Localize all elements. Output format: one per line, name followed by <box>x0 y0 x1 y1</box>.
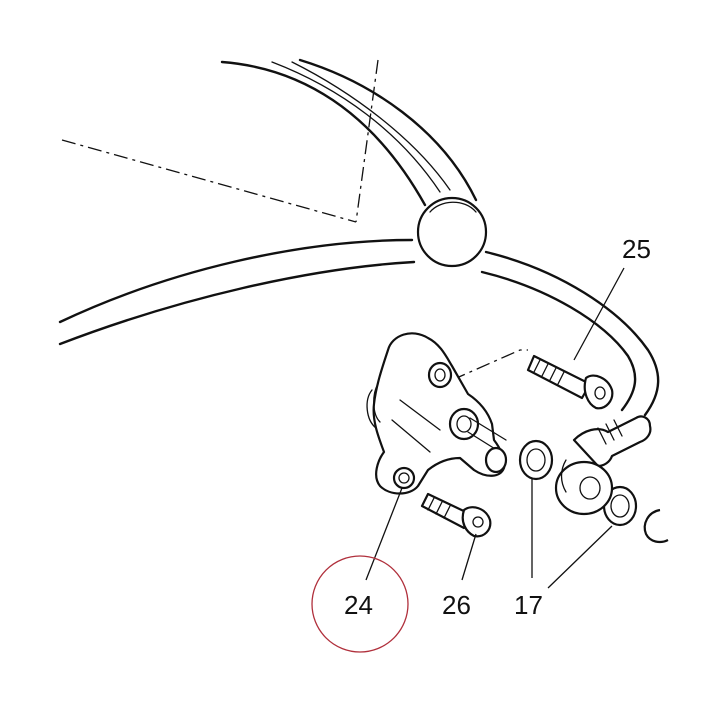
bolt-26 <box>420 492 492 538</box>
leader-lines <box>365 267 625 589</box>
highlight-circle-24 <box>311 555 409 653</box>
callout-26: 26 <box>442 590 471 620</box>
brake-hose-right <box>480 250 660 417</box>
banjo-bolt-tip <box>643 508 669 544</box>
hose-elbow <box>416 196 488 268</box>
caliper-bracket <box>366 332 508 495</box>
washer-17-a <box>518 439 554 481</box>
brake-hose-left <box>58 238 416 346</box>
bolt-25 <box>526 354 614 410</box>
callout-25: 25 <box>622 234 651 264</box>
callout-17: 17 <box>514 590 543 620</box>
frame-tube <box>220 58 478 207</box>
centerlines <box>61 59 528 381</box>
banjo-fitting <box>554 415 652 516</box>
callout-24: 24 <box>344 590 373 620</box>
